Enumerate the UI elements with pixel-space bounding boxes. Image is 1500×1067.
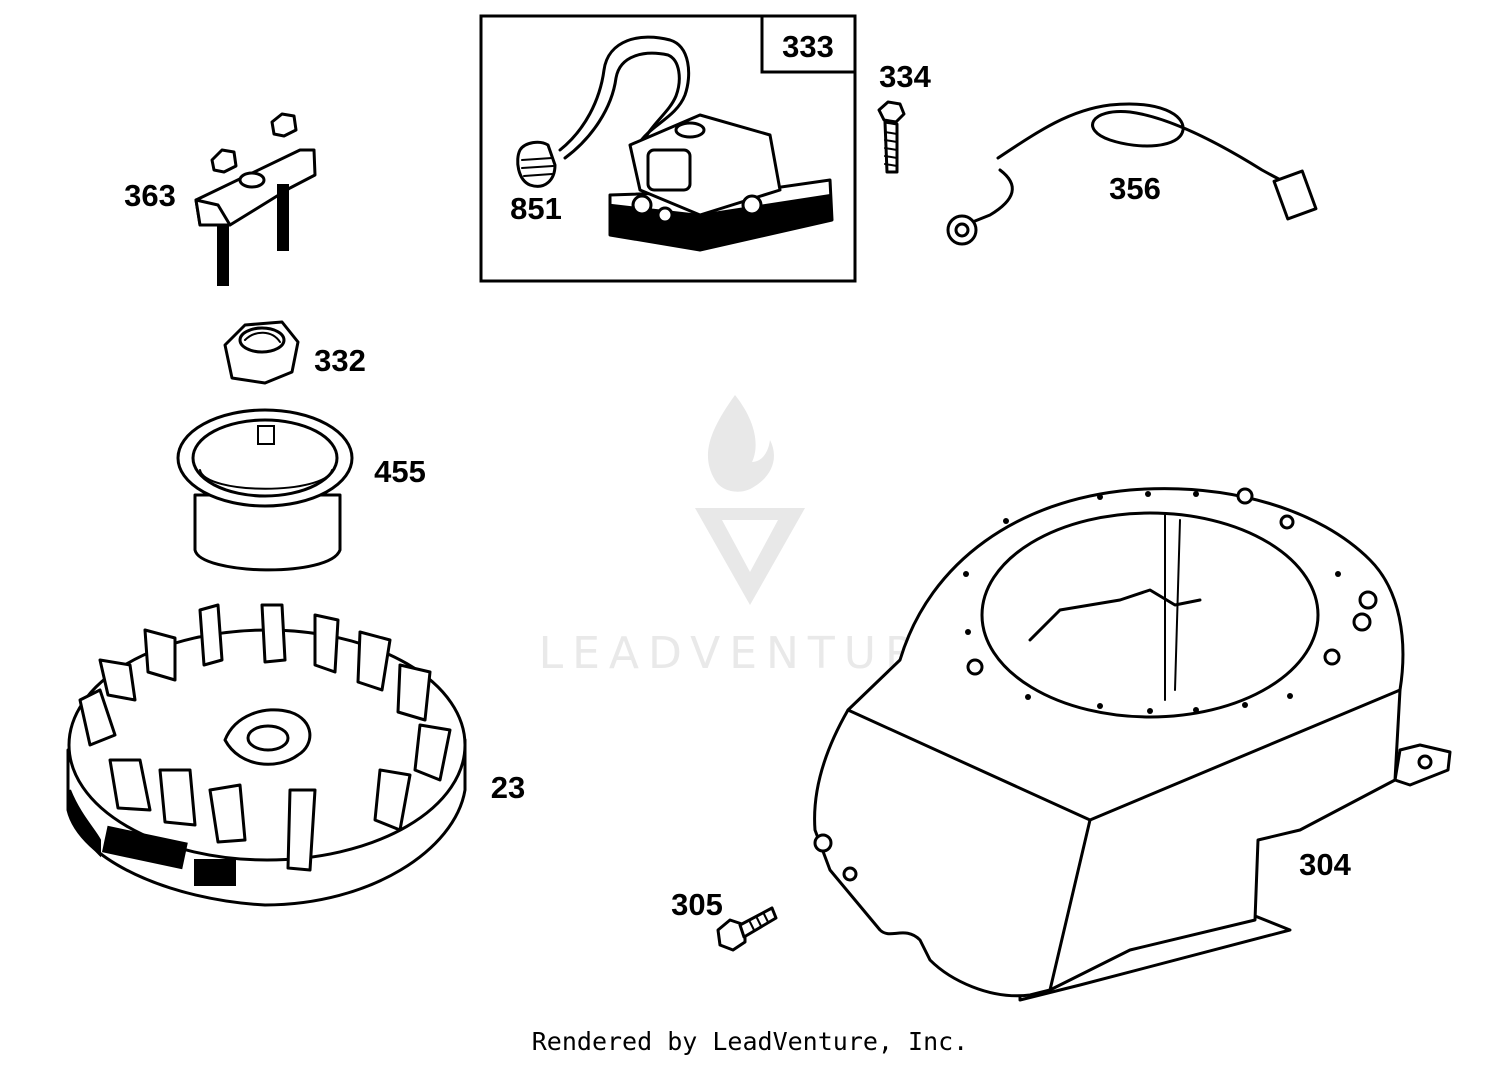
flame-logo-icon: [695, 395, 805, 605]
part-334-bolt: 334: [877, 59, 932, 174]
part-455-starter-cup: 455: [176, 408, 426, 572]
label-23: 23: [491, 770, 525, 805]
coil-drawing: [558, 35, 834, 252]
label-363: 363: [124, 178, 176, 213]
label-305: 305: [671, 887, 723, 922]
label-304: 304: [1299, 847, 1351, 882]
part-333-ignition-coil: 333 851: [479, 14, 857, 283]
label-455: 455: [374, 454, 426, 489]
watermark-text: LEADVENTURE: [539, 628, 962, 679]
label-334: 334: [879, 59, 931, 94]
part-23-flywheel: 23: [66, 603, 525, 907]
part-332-nut: 332: [223, 320, 366, 385]
label-851: 851: [510, 191, 562, 226]
part-851-spark-cap: [516, 140, 557, 188]
inset-label-box: [760, 14, 857, 74]
housing-holes: [963, 491, 1341, 714]
footer-credit: Rendered by LeadVenture, Inc.: [532, 1027, 969, 1056]
fins: [78, 603, 452, 872]
part-304-blower-housing: 304: [813, 487, 1452, 1002]
watermark: LEADVENTURE: [539, 395, 962, 679]
part-356-ground-wire: 356: [946, 102, 1318, 246]
part-363-bracket: 363: [124, 112, 317, 286]
label-333: 333: [782, 29, 834, 64]
inset-box: [479, 14, 857, 283]
label-356: 356: [1109, 171, 1161, 206]
part-305-screw: 305: [671, 887, 778, 952]
label-332: 332: [314, 343, 366, 378]
